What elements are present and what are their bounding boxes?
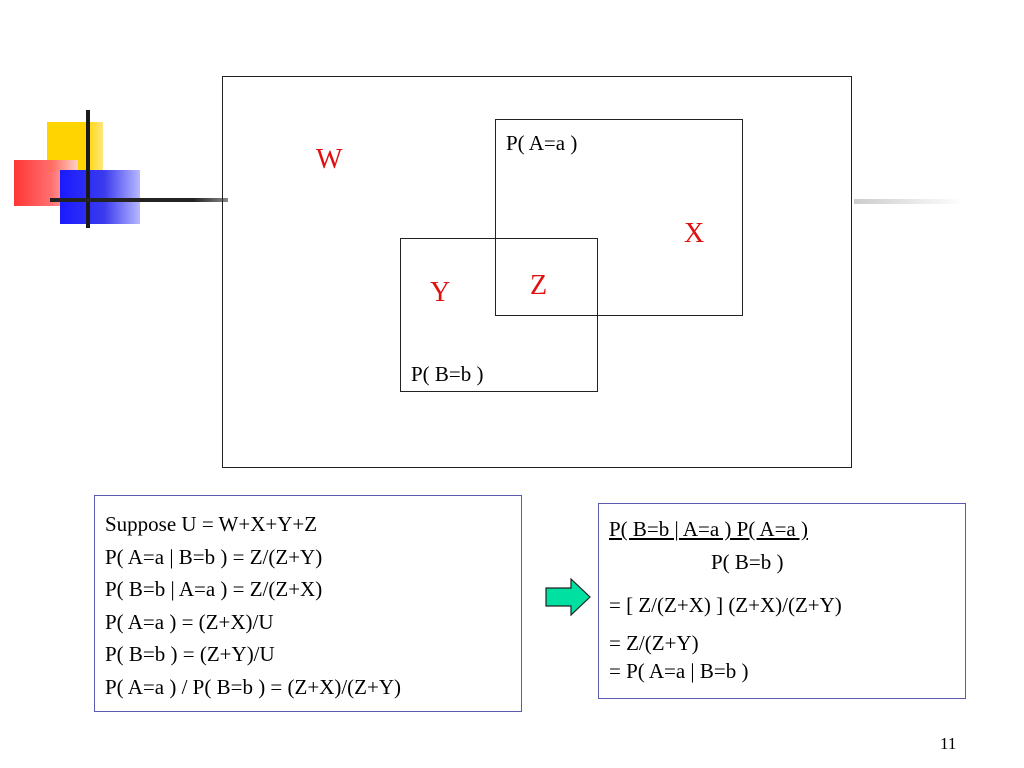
set-b-box [400,238,598,392]
right-arrow-icon [545,578,591,616]
derivation-step: = [ Z/(Z+X) ] (Z+X)/(Z+Y) [609,593,842,617]
derivation-step: = P( A=a | B=b ) [609,659,749,683]
blue-square [60,170,140,224]
set-b-label: P( B=b ) [411,362,484,386]
definition-line: P( B=b | A=a ) = Z/(Z+X) [105,577,323,601]
region-z-label: Z [530,270,548,301]
definition-line: P( A=a ) = (Z+X)/U [105,609,274,634]
definition-line: P( B=b ) = (Z+Y)/U [105,642,275,666]
set-a-label: P( A=a ) [506,131,578,155]
region-x-label: X [684,218,705,249]
page-number: 11 [940,734,957,753]
derivation-panel: P( B=b | A=a ) P( A=a ) P( B=b ) = [ Z/(… [598,503,966,699]
decorative-logo [0,100,230,240]
derivation-step: = Z/(Z+Y) [609,631,699,655]
region-y-label: Y [430,277,451,308]
divider-line [854,199,964,204]
fraction-denominator: P( B=b ) [711,550,784,574]
definition-line: Suppose U = W+X+Y+Z [105,512,318,536]
definitions-panel: Suppose U = W+X+Y+Z P( A=a | B=b ) = Z/(… [94,495,522,712]
vertical-line [86,110,90,228]
set-a-box [495,119,743,316]
fraction-numerator: P( B=b | A=a ) P( A=a ) [609,517,808,541]
horizontal-line [50,198,228,202]
definition-line: P( A=a ) / P( B=b ) = (Z+X)/(Z+Y) [105,674,402,699]
universe-box [222,76,852,468]
definition-line: P( A=a | B=b ) = Z/(Z+Y) [105,544,323,569]
region-w-label: W [316,144,343,175]
